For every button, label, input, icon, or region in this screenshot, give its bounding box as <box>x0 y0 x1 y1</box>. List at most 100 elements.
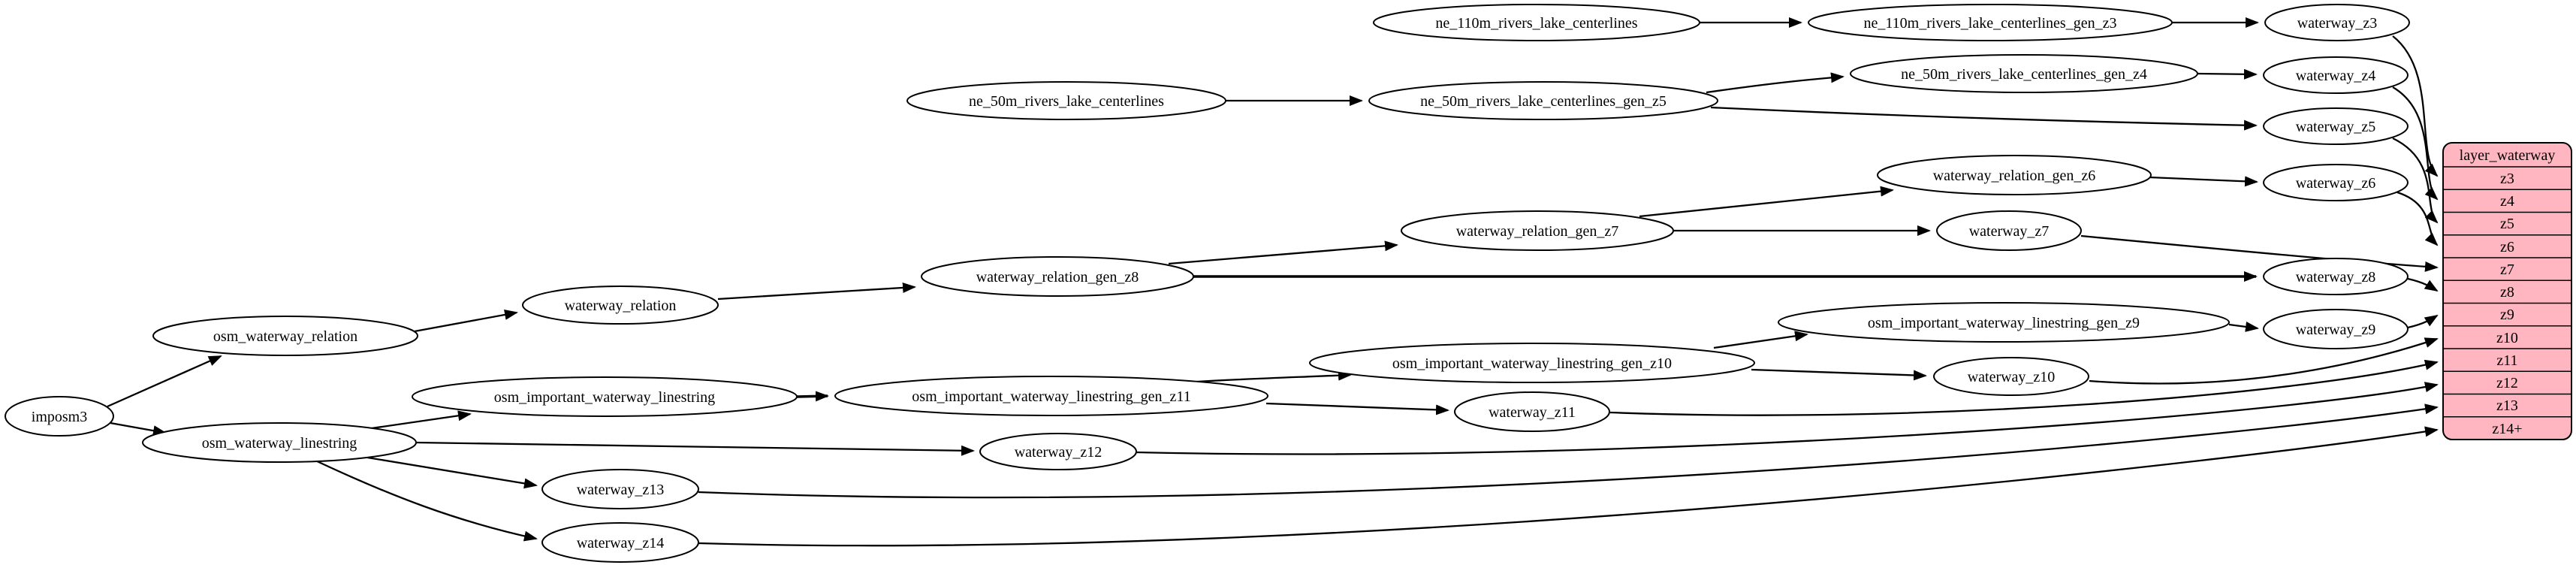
table-row-z13: z13 <box>2496 397 2518 414</box>
node-waterway-z6: waterway_z6 <box>2263 164 2409 201</box>
node-label: osm_important_waterway_linestring_gen_z1… <box>1392 355 1672 372</box>
edge-gen-z6-to-waterway-z6 <box>2149 176 2258 187</box>
table-title: layer_waterway <box>2460 147 2556 164</box>
edge-osm-waterway-linestring-to-waterway-z13 <box>357 455 538 489</box>
node-osm-important-waterway-linestring-gen-z10: osm_important_waterway_linestring_gen_z1… <box>1309 343 1755 383</box>
node-ellipse <box>1808 4 2173 41</box>
node-label: waterway_z5 <box>2296 119 2376 135</box>
node-ellipse <box>142 422 417 463</box>
edge-imposm3-to-osm-waterway-relation <box>107 355 222 408</box>
node-label: ne_50m_rivers_lake_centerlines <box>969 93 1164 110</box>
edge-gen-z8-to-gen-z7 <box>1168 240 1398 265</box>
edge-gen-z10-to-gen-z9 <box>1713 331 1808 349</box>
edge-osm-waterway-linestring-to-waterway-z14 <box>313 458 538 542</box>
node-ellipse <box>2263 258 2409 295</box>
edge-gen-z5-to-gen-z4 <box>1706 72 1845 94</box>
node-label: osm_important_waterway_linestring_gen_z1… <box>912 388 1190 405</box>
edge-waterway-z9-to-row-z9 <box>2407 314 2439 329</box>
node-ellipse <box>1373 4 1700 41</box>
edges-group <box>107 17 2439 547</box>
node-label: waterway_z10 <box>1968 369 2056 385</box>
node-waterway-relation-gen-z8: waterway_relation_gen_z8 <box>921 256 1194 297</box>
edge-waterway-z5-to-row-z5 <box>2392 137 2439 224</box>
table-row-z14: z14+ <box>2492 421 2522 437</box>
node-label: waterway_z4 <box>2296 68 2376 84</box>
node-waterway-z12: waterway_z12 <box>979 433 1137 470</box>
node-waterway-relation-gen-z7: waterway_relation_gen_z7 <box>1401 210 1674 251</box>
node-ellipse <box>906 81 1226 120</box>
edge-osm-waterway-linestring-to-waterway-z12 <box>415 441 975 456</box>
edge-waterway-z10-to-row-z10 <box>2089 337 2439 385</box>
edge-waterway-z7-to-row-z7 <box>2080 234 2439 272</box>
table-row-z7: z7 <box>2500 261 2514 278</box>
node-ellipse <box>1368 81 1718 120</box>
edge-waterway-z14-to-row-z14 <box>698 426 2439 547</box>
edge-osm-important-to-gen-z11 <box>796 391 829 402</box>
node-waterway-z13: waterway_z13 <box>541 469 699 509</box>
node-osm-important-waterway-linestring-gen-z11: osm_important_waterway_linestring_gen_z1… <box>834 376 1268 416</box>
node-ellipse <box>1877 155 2152 195</box>
edge-waterway-z11-to-row-z11 <box>1609 359 2439 416</box>
edge-gen-z11-to-gen-z10 <box>1196 370 1352 383</box>
edge-waterway-z3-to-row-z3 <box>2392 35 2439 177</box>
node-osm-important-waterway-linestring-gen-z9: osm_important_waterway_linestring_gen_z9 <box>1778 302 2230 343</box>
node-label: ne_50m_rivers_lake_centerlines_gen_z5 <box>1420 93 1667 110</box>
node-waterway-z5: waterway_z5 <box>2263 107 2409 145</box>
node-ellipse <box>412 376 798 417</box>
node-ellipse <box>1850 54 2198 93</box>
node-ellipse <box>2263 107 2409 145</box>
node-label: osm_waterway_linestring <box>202 435 357 452</box>
node-label: waterway_z7 <box>1969 223 2050 240</box>
node-ellipse <box>921 256 1194 297</box>
node-ellipse <box>5 396 114 437</box>
node-ellipse <box>1936 210 2082 251</box>
node-label: imposm3 <box>32 409 87 425</box>
node-ellipse <box>541 469 699 509</box>
edge-imposm3-to-osm-waterway-linestring <box>110 421 167 437</box>
table-row-z9: z9 <box>2500 307 2514 323</box>
node-osm-important-waterway-linestring: osm_important_waterway_linestring <box>412 376 798 417</box>
node-ne-50m-rivers-lake-centerlines-gen-z5: ne_50m_rivers_lake_centerlines_gen_z5 <box>1368 81 1718 120</box>
table-row-z6: z6 <box>2500 239 2514 255</box>
node-ellipse <box>2263 56 2409 94</box>
table-layer-waterway: layer_waterway z3 z4 z5 z6 z7 z8 z9 z10 … <box>2442 142 2572 440</box>
node-ellipse <box>522 286 719 325</box>
node-ne-110m-rivers-lake-centerlines: ne_110m_rivers_lake_centerlines <box>1373 4 1700 41</box>
edge-gen-z11-to-waterway-z11 <box>1265 402 1449 415</box>
node-label: waterway_relation_gen_z7 <box>1456 223 1619 240</box>
table-row-z3: z3 <box>2500 171 2514 187</box>
node-ellipse <box>152 316 418 356</box>
node-waterway-z11: waterway_z11 <box>1454 391 1610 432</box>
node-ellipse <box>1778 302 2230 343</box>
node-ellipse <box>541 522 699 563</box>
node-label: osm_important_waterway_linestring <box>494 389 715 406</box>
edge-gen-z10-to-waterway-z10 <box>1751 368 1927 381</box>
nodes-group: imposm3 osm_waterway_relation osm_waterw… <box>5 4 2410 563</box>
edge-waterway-z8-to-row-z8 <box>2407 277 2439 292</box>
edge-osm-waterway-relation-to-waterway-relation <box>414 310 518 333</box>
node-label: waterway_relation <box>565 298 677 314</box>
node-waterway-z3: waterway_z3 <box>2264 4 2410 41</box>
table-row-z12: z12 <box>2496 375 2518 391</box>
node-label: waterway_z13 <box>577 482 665 498</box>
node-ellipse <box>1454 391 1610 432</box>
node-label: waterway_z11 <box>1489 404 1576 421</box>
edge-osm-waterway-linestring-to-osm-important <box>366 410 472 431</box>
table-row-z4: z4 <box>2500 193 2514 210</box>
edge-waterway-z6-to-row-z6 <box>2397 191 2439 246</box>
node-ellipse <box>1401 210 1674 251</box>
table-row-z8: z8 <box>2500 284 2514 301</box>
node-label: waterway_relation_gen_z6 <box>1933 168 2096 184</box>
node-label: ne_50m_rivers_lake_centerlines_gen_z4 <box>1901 66 2147 83</box>
node-label: waterway_z14 <box>577 535 665 551</box>
node-waterway-relation-gen-z6: waterway_relation_gen_z6 <box>1877 155 2152 195</box>
node-label: osm_waterway_relation <box>213 328 357 345</box>
node-ne-110m-rivers-lake-centerlines-gen-z3: ne_110m_rivers_lake_centerlines_gen_z3 <box>1808 4 2173 41</box>
edge-gen-z9-to-waterway-z9 <box>2228 321 2259 332</box>
node-label: waterway_z6 <box>2296 175 2376 192</box>
node-waterway-z7: waterway_z7 <box>1936 210 2082 251</box>
table-background <box>2442 142 2572 440</box>
node-label: ne_110m_rivers_lake_centerlines_gen_z3 <box>1864 15 2117 32</box>
node-waterway-z8: waterway_z8 <box>2263 258 2409 295</box>
